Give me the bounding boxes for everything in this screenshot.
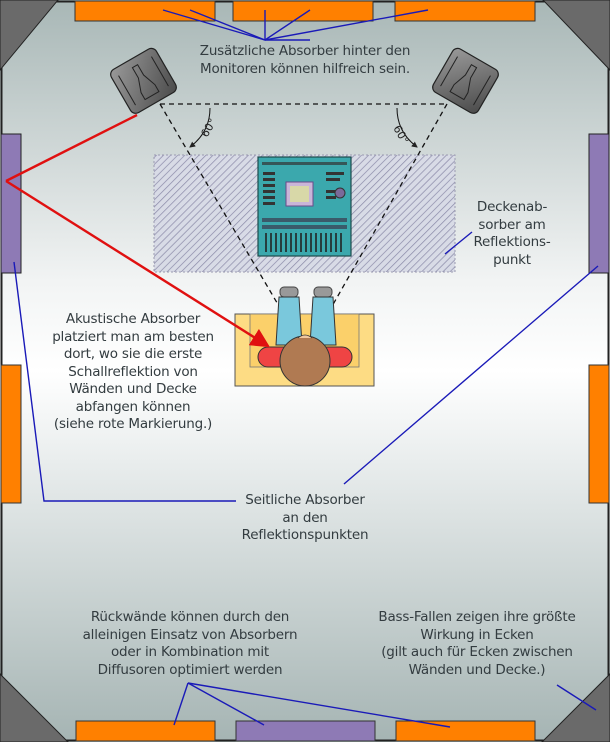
angle-arc-right <box>396 107 418 148</box>
mixing-console-icon <box>257 156 352 257</box>
label-acoustic-absorbers: Akustische Absorber platziert man am bes… <box>52 311 214 432</box>
label-ceiling-absorber: Deckenab- sorber am Reflektions- punkt <box>473 199 551 268</box>
label-rear-wall: Rückwände können durch den alleinigen Ei… <box>82 609 298 678</box>
leader-lines <box>13 9 599 728</box>
label-bass-traps: Bass-Fallen zeigen ihre größte Wirkung i… <box>378 609 576 678</box>
listener-in-chair-icon <box>234 286 375 387</box>
speaker-left-icon <box>110 47 177 114</box>
angle-arc-left <box>189 107 211 148</box>
bass-trap-bottom-right <box>541 673 610 742</box>
diffuser-right <box>588 133 610 274</box>
speaker-right-icon <box>432 47 499 114</box>
label-side-absorbers: Seitliche Absorber an den Reflektionspun… <box>241 492 369 543</box>
diffuser-bottom <box>235 720 376 742</box>
absorber-top-1 <box>74 0 216 22</box>
bass-trap-bottom-left <box>0 673 69 742</box>
label-monitor-absorbers: Zusätzliche Absorber hinter den Monitore… <box>199 43 411 77</box>
absorber-right <box>588 364 610 504</box>
bass-trap-top-right <box>542 0 610 71</box>
absorber-bottom-2 <box>395 720 536 742</box>
bass-trap-top-left <box>0 0 59 71</box>
first-reflection-path <box>5 113 271 348</box>
diffuser-left <box>0 133 22 274</box>
absorber-left <box>0 364 22 504</box>
absorber-top-2 <box>232 0 374 22</box>
absorber-top-3 <box>394 0 536 22</box>
absorber-bottom-1 <box>75 720 216 742</box>
